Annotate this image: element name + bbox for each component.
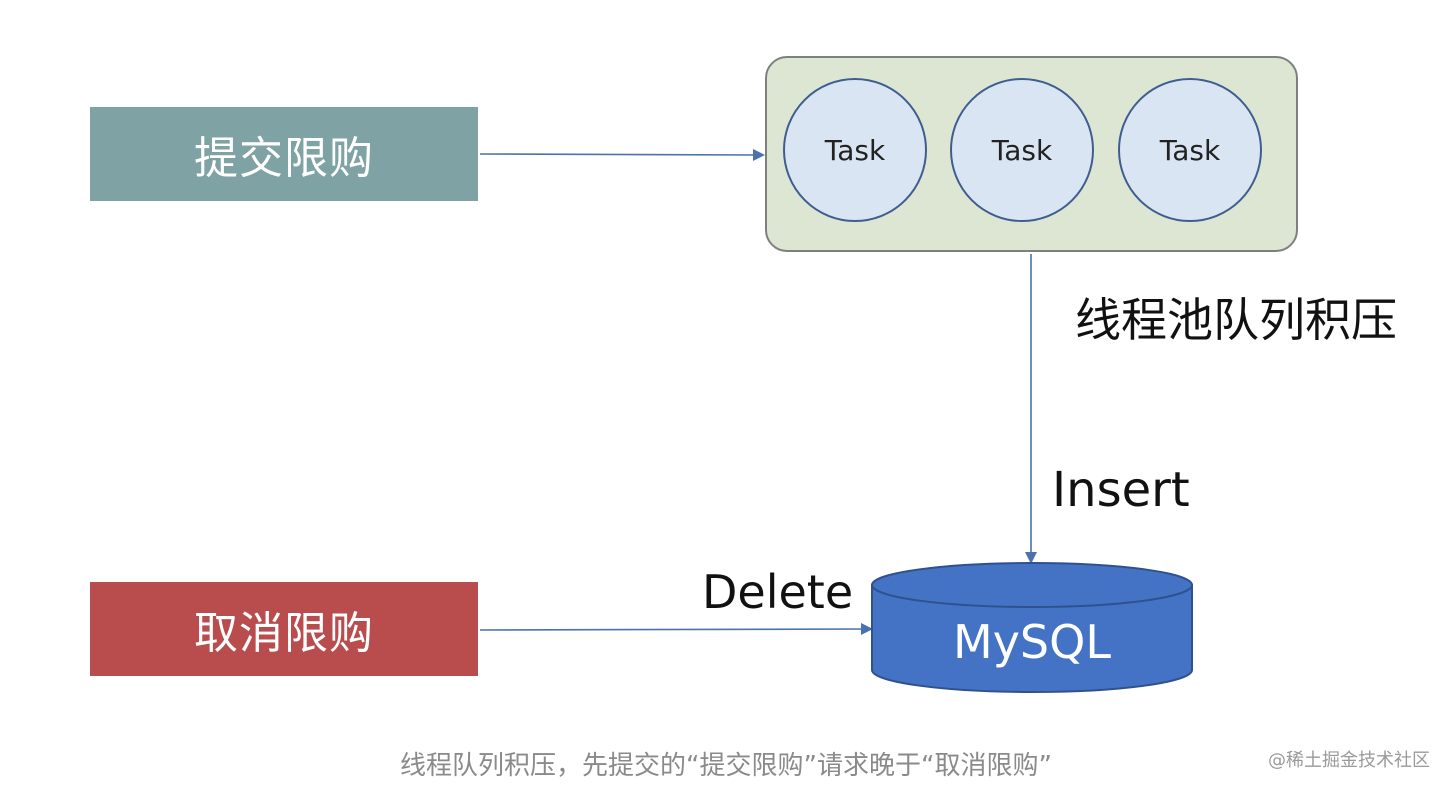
queue-backlog-label: 线程池队列积压 (1075, 293, 1397, 347)
task-label: Task (824, 133, 886, 167)
insert-label: Insert (1052, 462, 1190, 518)
cancel-limit-box: 取消限购 (90, 582, 478, 676)
task-circle-2: Task (950, 78, 1094, 222)
submit-limit-label: 提交限购 (194, 133, 374, 184)
mysql-label: MySQL (953, 615, 1111, 669)
figure-caption: 线程队列积压，先提交的“提交限购”请求晚于“取消限购” (400, 751, 1052, 781)
submit-limit-box: 提交限购 (90, 107, 478, 201)
cancel-to-mysql-arrow (479, 623, 873, 636)
submit-to-pool-arrow (479, 148, 765, 161)
cancel-limit-label: 取消限购 (194, 608, 374, 659)
task-circle-3: Task (1118, 78, 1262, 222)
task-label: Task (991, 133, 1053, 167)
thread-pool-box: Task Task Task (765, 56, 1298, 252)
watermark: @稀土掘金技术社区 (1268, 750, 1430, 771)
delete-label: Delete (702, 565, 854, 619)
mysql-database-cylinder (871, 562, 1193, 693)
task-label: Task (1159, 133, 1221, 167)
task-circle-1: Task (783, 78, 927, 222)
